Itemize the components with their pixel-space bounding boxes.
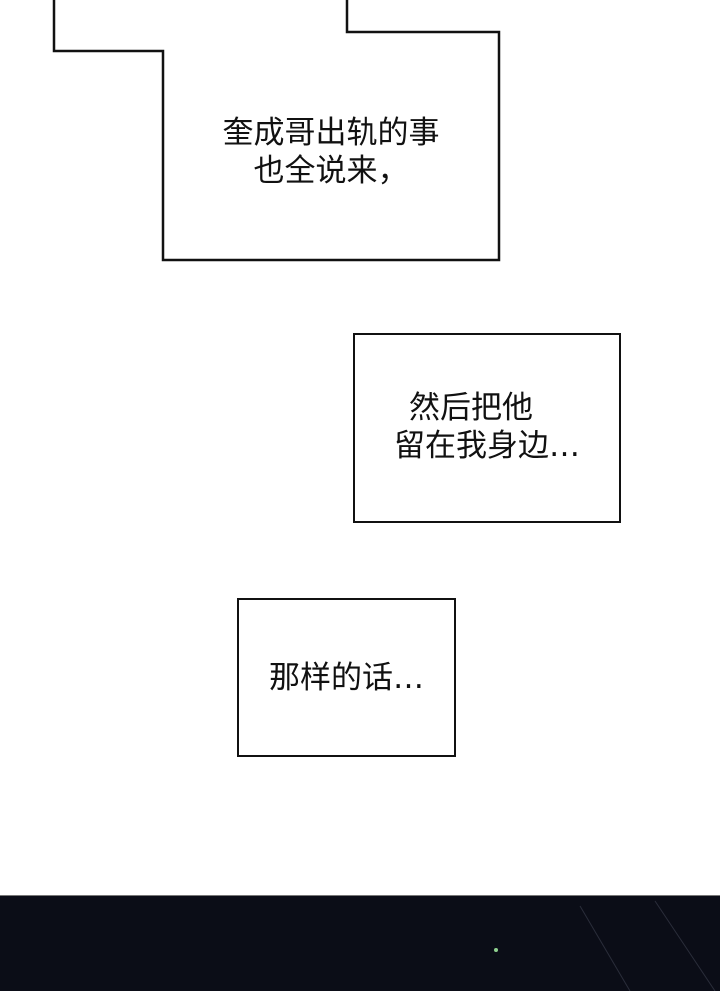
caption-box-1: [52, 0, 501, 262]
caption-text-3: 那样的话…: [237, 659, 456, 697]
caption-box-3: [237, 598, 456, 757]
light-dot: [494, 948, 498, 952]
caption-line: 然后把他: [409, 390, 533, 426]
caption-box-2: [353, 333, 621, 523]
caption-line: 那样的话…: [269, 660, 424, 696]
caption-line: 也全说来，: [253, 153, 409, 189]
caption-line: 奎成哥出轨的事: [222, 115, 440, 151]
panel-streak-lines: [579, 900, 716, 991]
caption-text-2: 然后把他 留在我身边…: [353, 389, 621, 465]
caption-line: 留在我身边…: [394, 428, 580, 464]
dark-night-panel: [0, 895, 720, 991]
caption-text-1: 奎成哥出轨的事 也全说来，: [163, 114, 499, 190]
